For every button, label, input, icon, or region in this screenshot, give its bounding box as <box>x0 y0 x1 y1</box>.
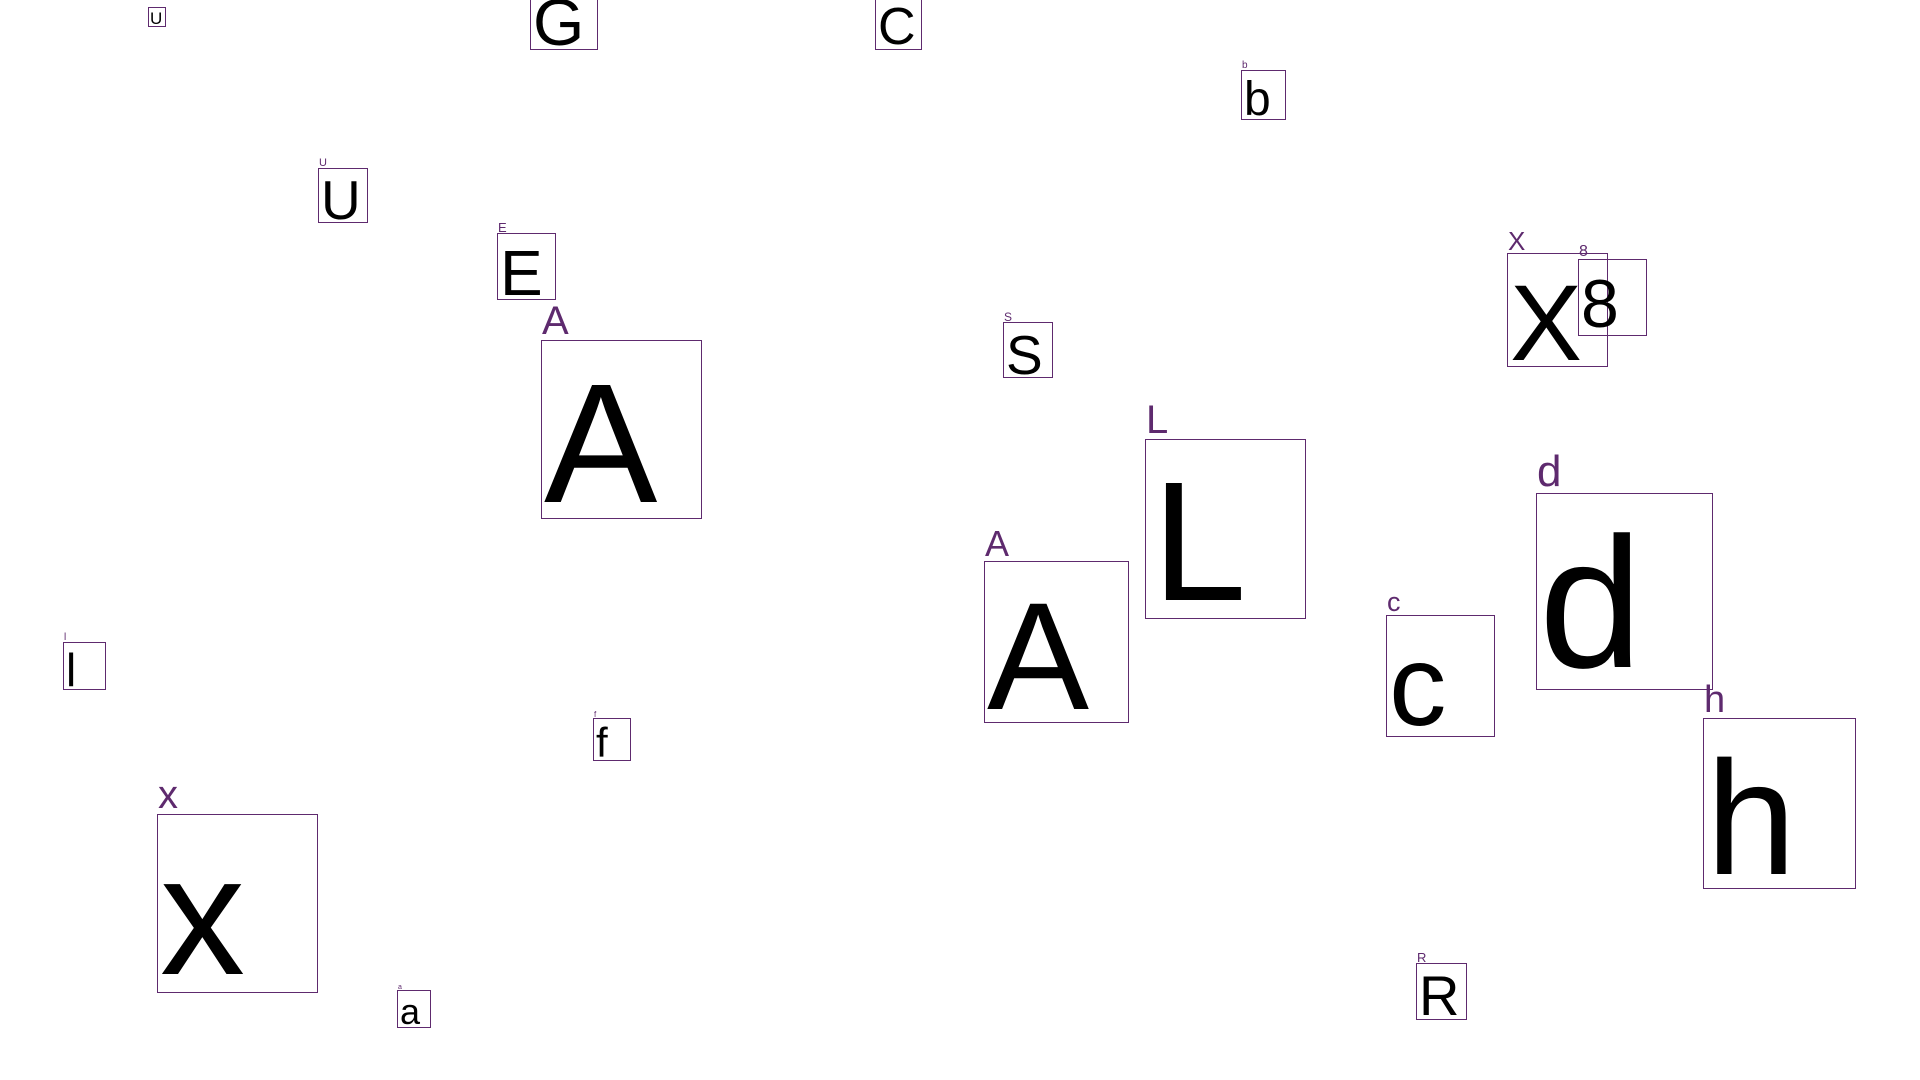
glyph-box-a-large: A A <box>541 301 702 539</box>
glyph-char-g-top: G <box>533 0 585 60</box>
glyph-tag-f: f <box>594 710 597 719</box>
glyph-char-x-lower: x <box>160 821 245 1011</box>
glyph-tag-c-lower: c <box>1387 587 1401 617</box>
glyph-tag-a-small: a <box>398 984 402 991</box>
glyph-box-u-small: U <box>148 7 166 27</box>
glyph-box-f: f f <box>593 711 631 767</box>
glyph-char-c-top: C <box>878 0 916 57</box>
glyph-tag-x-upper: X <box>1508 226 1526 256</box>
glyph-tag-r: R <box>1417 950 1427 965</box>
glyph-char-l-lower: l <box>66 644 77 697</box>
glyph-tag-x-lower: x <box>158 773 178 817</box>
glyph-tag-s: S <box>1004 310 1013 324</box>
glyph-tag-a-large: A <box>542 299 569 343</box>
glyph-tag-eight: 8 <box>1579 243 1588 260</box>
glyph-char-x-upper: X <box>1510 261 1583 383</box>
glyph-box-x-lower: x x <box>157 775 318 1011</box>
glyph-tag-d: d <box>1537 447 1562 496</box>
glyph-box-c-top: C <box>875 0 922 57</box>
glyph-box-e: E E <box>497 221 556 309</box>
glyph-char-h: h <box>1706 728 1797 910</box>
glyph-char-d: d <box>1539 500 1643 708</box>
glyph-char-a-small: a <box>400 991 421 1033</box>
glyph-box-s: S S <box>1003 311 1053 386</box>
glyph-char-e: E <box>500 236 543 309</box>
glyph-box-c-lower: c c <box>1386 589 1495 750</box>
glyph-char-f: f <box>596 719 608 767</box>
glyph-tag-b: b <box>1242 60 1248 71</box>
glyph-box-a-small: a a <box>397 984 431 1033</box>
glyph-char-r: R <box>1419 964 1460 1028</box>
glyph-box-b: b b <box>1241 61 1286 126</box>
glyph-box-eight: 8 8 <box>1578 244 1647 342</box>
glyph-char-l-upper: L <box>1152 447 1247 637</box>
glyph-char-u: U <box>321 169 361 231</box>
glyph-box-h: h h <box>1703 681 1856 910</box>
glyph-box-u: U U <box>318 158 368 231</box>
glyph-tag-l-lower: l <box>64 632 67 643</box>
glyph-char-b: b <box>1244 72 1271 126</box>
glyph-box-a-mid: A A <box>984 526 1129 742</box>
glyph-box-l-upper: L L <box>1145 400 1306 637</box>
glyph-tag-a-mid: A <box>985 523 1010 564</box>
glyph-box-x-upper: X X <box>1507 228 1608 383</box>
glyph-char-eight: 8 <box>1581 265 1619 342</box>
glyph-char-c-lower: c <box>1389 622 1447 750</box>
glyph-char-a-large: A <box>544 349 658 539</box>
glyph-char-a-mid: A <box>987 570 1090 742</box>
glyph-box-d: d d <box>1536 450 1713 708</box>
glyph-char-u-small: U <box>150 9 163 29</box>
glyph-char-s: S <box>1006 324 1043 386</box>
glyph-box-g-top: G <box>530 0 598 60</box>
glyph-tag-u: U <box>319 157 327 169</box>
glyph-tag-l-upper: L <box>1146 398 1169 442</box>
glyph-tag-h: h <box>1704 679 1726 721</box>
glyph-box-r: R R <box>1416 951 1467 1028</box>
glyph-tag-e: E <box>498 220 507 235</box>
glyph-box-l-lower: l l <box>63 633 106 697</box>
